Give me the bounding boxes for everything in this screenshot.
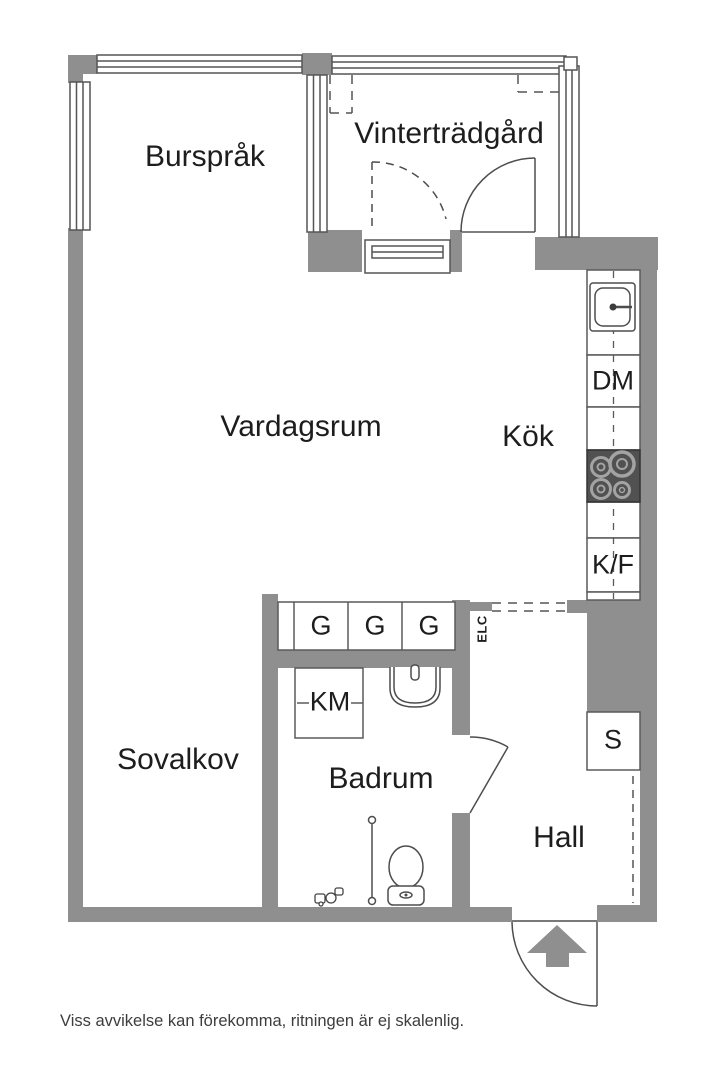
dashed-structure-ne (517, 75, 560, 93)
hall-cabinet-box (586, 711, 641, 771)
sink-icon (589, 282, 636, 332)
wall-vintertradgard-south-left (308, 230, 362, 272)
window-vintertradgard-south-icon (364, 239, 451, 274)
washing-machine-box (294, 667, 364, 739)
wall-badrum-north (278, 650, 470, 668)
wall-right-outer-lower (640, 712, 657, 922)
wall-wardrobe-east (452, 600, 470, 650)
label-electrical: ELC (474, 615, 490, 643)
window-bursprak-west-icon (69, 81, 91, 231)
wall-elc-stub (470, 602, 492, 611)
disclaimer-text: Viss avvikelse kan förekomma, ritningen … (60, 1012, 465, 1030)
room-label-sovalkov: Sovalkov (117, 743, 239, 776)
washbasin-icon (389, 664, 441, 708)
wall-shaft-bar (567, 600, 587, 613)
wall-bottom-outer (68, 907, 512, 922)
door-entrance-icon (511, 920, 598, 1007)
wall-vintertradgard-south-post (450, 230, 462, 272)
label-fridge-freezer: K/F (591, 549, 635, 580)
wall-corner-top-left (68, 55, 97, 74)
wardrobe-frame (277, 601, 456, 651)
elc-opening (492, 602, 567, 612)
wall-kok-north (535, 237, 658, 270)
label-dishwasher: DM (592, 365, 634, 396)
entrance-arrow-icon (527, 925, 587, 967)
stove-icon (586, 449, 641, 503)
room-label-hall: Hall (533, 821, 585, 854)
door-vintertradgard-dashed-icon (371, 161, 447, 232)
room-label-bursprak: Burspråk (144, 140, 266, 173)
window-partition-icon (306, 74, 328, 233)
room-label-vintertradgard: Vinterträdgård (354, 117, 544, 150)
wall-left-outer (68, 228, 83, 922)
wall-top-pillar (302, 53, 332, 75)
wall-corner-top-left-step (68, 74, 83, 83)
dashed-structure-nw (329, 75, 353, 114)
shower-rail-icon (367, 815, 377, 906)
label-wardrobe-3: G (418, 610, 440, 641)
room-label-kok: Kök (502, 420, 554, 453)
label-washing-machine: KM (309, 686, 351, 717)
wall-badrum-east-upper (452, 668, 470, 735)
wall-right-outer-upper (640, 268, 657, 600)
wall-entry-side (597, 905, 640, 922)
window-vintertradgard-east-icon (558, 56, 580, 238)
window-bursprak-north-icon (96, 54, 303, 74)
label-wardrobe-2: G (364, 610, 386, 641)
wall-badrum-east-lower (452, 813, 470, 907)
toilet-icon (387, 845, 425, 906)
counter-module-empty-2 (586, 501, 641, 539)
label-hall-cabinet: S (603, 724, 623, 755)
room-label-vardagsrum: Vardagsrum (220, 410, 382, 443)
door-vintertradgard-icon (460, 157, 536, 233)
window-vintertradgard-north-icon (331, 55, 567, 75)
wall-sovalkov-divider (262, 594, 278, 907)
room-label-badrum: Badrum (328, 762, 434, 795)
wall-shaft-block (587, 600, 657, 712)
label-wardrobe-1: G (310, 610, 332, 641)
door-badrum-icon (469, 736, 509, 814)
window-corner-cap-icon (563, 56, 578, 71)
floor-drain-icon (314, 887, 344, 907)
